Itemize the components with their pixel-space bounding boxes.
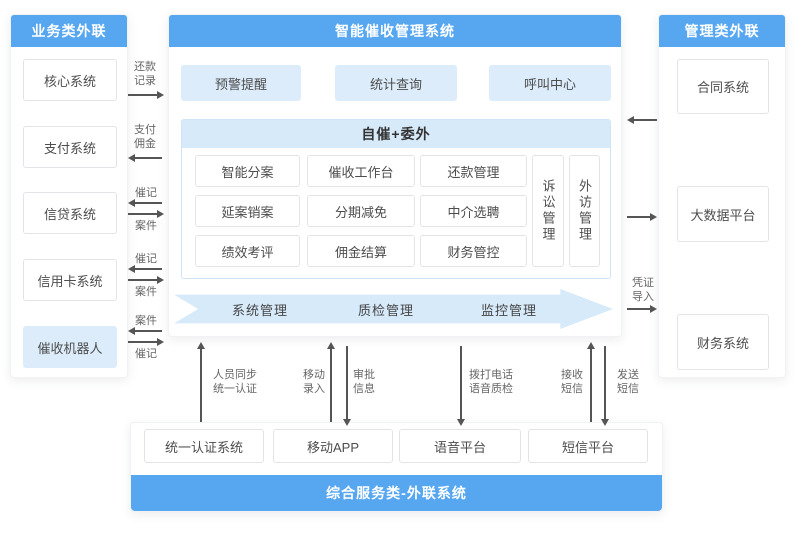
arrow-robot-case xyxy=(128,327,162,335)
node-performance-evaluation: 绩效考评 xyxy=(195,235,300,267)
node-mobile-app: 移动APP xyxy=(273,429,393,463)
node-statistics-query: 统计查询 xyxy=(335,65,457,101)
node-credit-card-system: 信用卡系统 xyxy=(23,259,117,301)
node-field-visit-management: 外访管理 xyxy=(569,155,600,267)
service-systems-panel: 统一认证系统 移动APP 语音平台 短信平台 综合服务类-外联系统 xyxy=(130,422,663,512)
arrow-send-sms xyxy=(601,346,609,426)
arrow-robot-reminder xyxy=(128,338,164,346)
flow-label-personnel-sync: 人员同步统一认证 xyxy=(213,369,257,395)
arrow-receive-sms xyxy=(587,342,595,422)
node-core-system: 核心系统 xyxy=(23,59,117,101)
flow-label-voucher-import: 凭证导入 xyxy=(632,277,654,303)
service-panel-title: 综合服务类-外联系统 xyxy=(131,475,662,511)
flow-label-robot-case: 案件 xyxy=(135,315,157,327)
node-litigation-management: 诉讼管理 xyxy=(532,155,564,267)
arrow-pay-commission xyxy=(128,154,162,162)
collection-panel-title: 智能催收管理系统 xyxy=(169,15,621,47)
banner-label-quality-management: 质检管理 xyxy=(357,302,414,318)
flow-label-credit-case: 案件 xyxy=(135,220,157,232)
flow-label-credit-reminder: 催记 xyxy=(135,187,157,199)
flow-label-call-quality: 拨打电话语音质检 xyxy=(469,369,513,395)
management-panel-title: 管理类外联 xyxy=(659,15,785,47)
node-warning-reminder: 预警提醒 xyxy=(181,65,301,101)
arrow-contract-to-center xyxy=(627,116,657,124)
flow-label-send-sms: 发送短信 xyxy=(617,369,639,395)
management-systems-panel: 管理类外联 合同系统 大数据平台 财务系统 xyxy=(658,14,786,378)
arrow-card-reminder xyxy=(128,265,162,273)
node-agency-selection: 中介选聘 xyxy=(420,195,527,227)
node-bigdata-platform: 大数据平台 xyxy=(677,186,769,242)
node-unified-auth-system: 统一认证系统 xyxy=(144,429,264,463)
flow-label-repayment-record: 还款记录 xyxy=(134,61,156,87)
arrow-credit-case xyxy=(128,210,164,218)
flow-label-receive-sms: 接收短信 xyxy=(561,369,583,395)
arrow-credit-reminder xyxy=(128,199,162,207)
flow-label-mobile-entry: 移动录入 xyxy=(303,369,325,395)
node-payment-system: 支付系统 xyxy=(23,126,117,168)
arrow-repayment-record xyxy=(128,91,164,99)
arrow-mobile-entry xyxy=(327,342,335,422)
banner-label-monitoring-management: 监控管理 xyxy=(480,302,537,318)
node-finance-system: 财务系统 xyxy=(677,314,769,370)
business-systems-panel: 业务类外联 核心系统 支付系统 信贷系统 信用卡系统 催收机器人 xyxy=(10,14,128,378)
arrow-approval-info xyxy=(343,346,351,426)
flow-label-robot-reminder: 催记 xyxy=(135,348,157,360)
node-collection-robot: 催收机器人 xyxy=(23,326,117,368)
arrow-voucher-import xyxy=(627,305,657,313)
node-installment-reduction: 分期减免 xyxy=(307,195,415,227)
arrow-center-to-bigdata xyxy=(627,213,657,221)
collection-system-panel: 智能催收管理系统 预警提醒 统计查询 呼叫中心 自催+委外 智能分案 催收工作台… xyxy=(168,14,622,337)
node-smart-case-assignment: 智能分案 xyxy=(195,155,300,187)
arrow-card-case xyxy=(128,276,164,284)
node-repayment-management: 还款管理 xyxy=(420,155,527,187)
node-case-postpone-cancel: 延案销案 xyxy=(195,195,300,227)
banner-arrow: 系统管理 质检管理 监控管理 xyxy=(174,289,613,329)
node-commission-settlement: 佣金结算 xyxy=(307,235,415,267)
core-section: 自催+委外 智能分案 催收工作台 还款管理 延案销案 分期减免 中介选聘 绩效考… xyxy=(181,119,611,279)
arrow-personnel-sync xyxy=(197,342,205,422)
business-panel-title: 业务类外联 xyxy=(11,15,127,47)
node-contract-system: 合同系统 xyxy=(677,59,769,114)
banner-label-system-management: 系统管理 xyxy=(231,302,288,318)
node-financial-control: 财务管控 xyxy=(420,235,527,267)
node-voice-platform: 语音平台 xyxy=(399,429,521,463)
core-section-title: 自催+委外 xyxy=(182,120,610,148)
node-call-center: 呼叫中心 xyxy=(489,65,611,101)
arrow-call-quality xyxy=(457,346,465,426)
node-credit-system: 信贷系统 xyxy=(23,192,117,234)
flow-label-pay-commission: 支付佣金 xyxy=(134,124,156,150)
flow-label-card-reminder: 催记 xyxy=(135,253,157,265)
flow-label-card-case: 案件 xyxy=(135,286,157,298)
flow-label-approval-info: 审批信息 xyxy=(353,369,375,395)
node-collection-workbench: 催收工作台 xyxy=(307,155,415,187)
node-sms-platform: 短信平台 xyxy=(528,429,648,463)
